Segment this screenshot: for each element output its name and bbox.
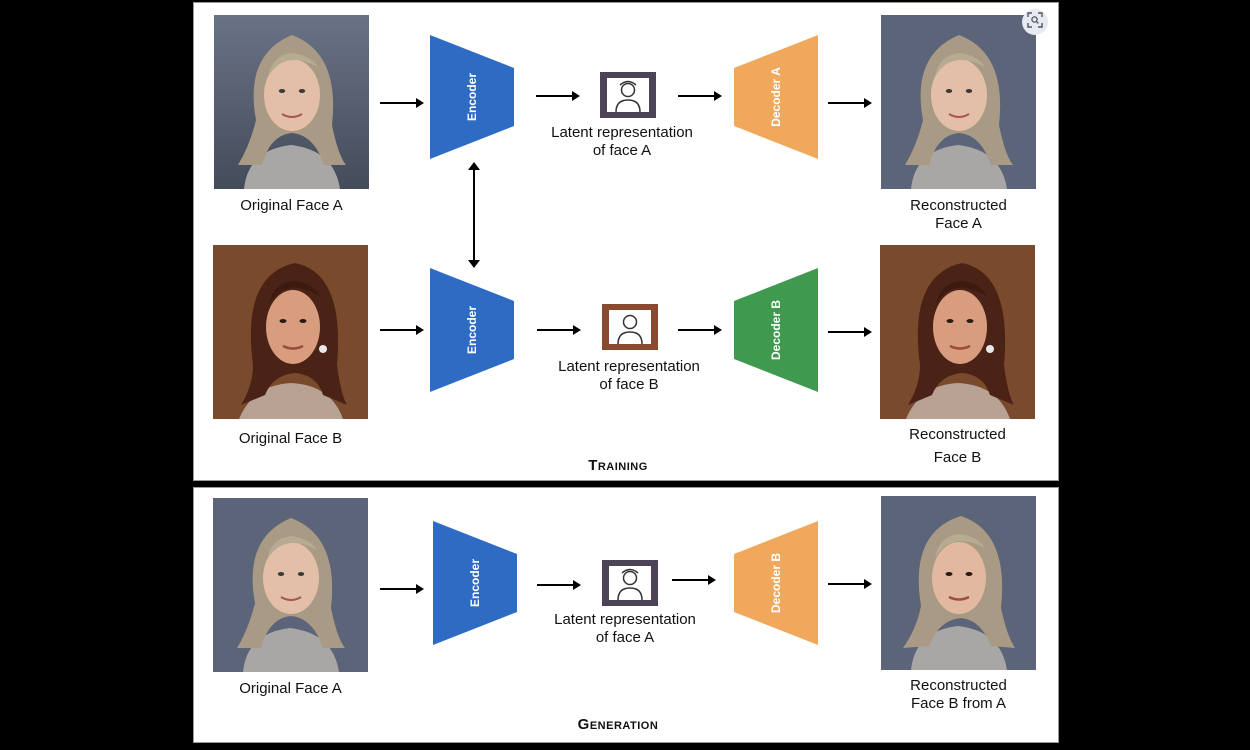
decoder-b-label: Decoder B bbox=[769, 299, 783, 361]
shared-encoder-double-arrow bbox=[468, 162, 480, 268]
original-face-a-label: Original Face A bbox=[240, 197, 343, 214]
generation-encoder-block: Encoder bbox=[433, 521, 517, 645]
generation-latent-label-line1: Latent representation bbox=[554, 611, 696, 628]
latent-b-label-line2: of face B bbox=[599, 376, 659, 393]
latent-a-label-line2: of face A bbox=[592, 142, 652, 159]
generation-decoder-b-label: Decoder B bbox=[769, 552, 783, 614]
generation-latent-icon bbox=[602, 560, 658, 606]
arrow-encoder-a-to-latent bbox=[536, 91, 580, 101]
reconstructed-face-a-label-line1: Reconstructed bbox=[910, 197, 1007, 214]
encoder-a-block: Encoder bbox=[430, 35, 514, 159]
generation-latent-label-line2: of face A bbox=[595, 629, 655, 646]
generation-section-title: Generation bbox=[577, 716, 659, 733]
arrow-latent-b-to-decoder bbox=[678, 325, 722, 335]
generation-original-face-a-photo bbox=[213, 498, 368, 672]
reconstructed-face-b-photo bbox=[880, 245, 1035, 419]
reconstructed-face-a-photo bbox=[881, 15, 1036, 189]
original-face-b-photo bbox=[213, 245, 368, 419]
arrow-gen-encoder-to-latent bbox=[537, 580, 581, 590]
latent-b-icon bbox=[602, 304, 658, 350]
arrow-gen-latent-to-decoder bbox=[672, 575, 716, 585]
decoder-b-block: Decoder B bbox=[734, 268, 818, 392]
arrow-decoder-a-to-output bbox=[828, 98, 872, 108]
reconstructed-face-b-label-line1: Reconstructed bbox=[909, 426, 1006, 443]
original-face-a-photo bbox=[214, 15, 369, 189]
latent-a-label-line1: Latent representation bbox=[551, 124, 693, 141]
zoom-scan-icon bbox=[1027, 11, 1043, 33]
encoder-a-label: Encoder bbox=[465, 72, 479, 122]
decoder-a-block: Decoder A bbox=[734, 35, 818, 159]
arrow-face-a-to-encoder bbox=[380, 98, 424, 108]
generation-decoder-b-block: Decoder B bbox=[734, 521, 818, 645]
training-section-title: Training bbox=[588, 457, 648, 474]
generation-encoder-label: Encoder bbox=[468, 558, 482, 608]
latent-b-label-line1: Latent representation bbox=[558, 358, 700, 375]
arrow-encoder-b-to-latent bbox=[537, 325, 581, 335]
arrow-face-b-to-encoder bbox=[380, 325, 424, 335]
zoom-scan-button[interactable] bbox=[1022, 9, 1048, 35]
arrow-gen-face-to-encoder bbox=[380, 584, 424, 594]
generation-original-face-a-label: Original Face A bbox=[239, 680, 342, 697]
generation-output-face-photo bbox=[881, 496, 1036, 670]
reconstructed-face-a-label-line2: Face A bbox=[935, 215, 982, 232]
arrow-latent-a-to-decoder bbox=[678, 91, 722, 101]
encoder-b-block: Encoder bbox=[430, 268, 514, 392]
decoder-a-label: Decoder A bbox=[769, 67, 783, 127]
reconstructed-face-b-label-line2: Face B bbox=[933, 449, 982, 466]
arrow-decoder-b-to-output bbox=[828, 327, 872, 337]
generation-output-label-line1: Reconstructed bbox=[910, 677, 1007, 694]
original-face-b-label: Original Face B bbox=[238, 430, 343, 447]
encoder-b-label: Encoder bbox=[465, 305, 479, 355]
generation-output-label-line2: Face B from A bbox=[910, 695, 1007, 712]
arrow-gen-decoder-to-output bbox=[828, 579, 872, 589]
latent-a-icon bbox=[600, 72, 656, 118]
